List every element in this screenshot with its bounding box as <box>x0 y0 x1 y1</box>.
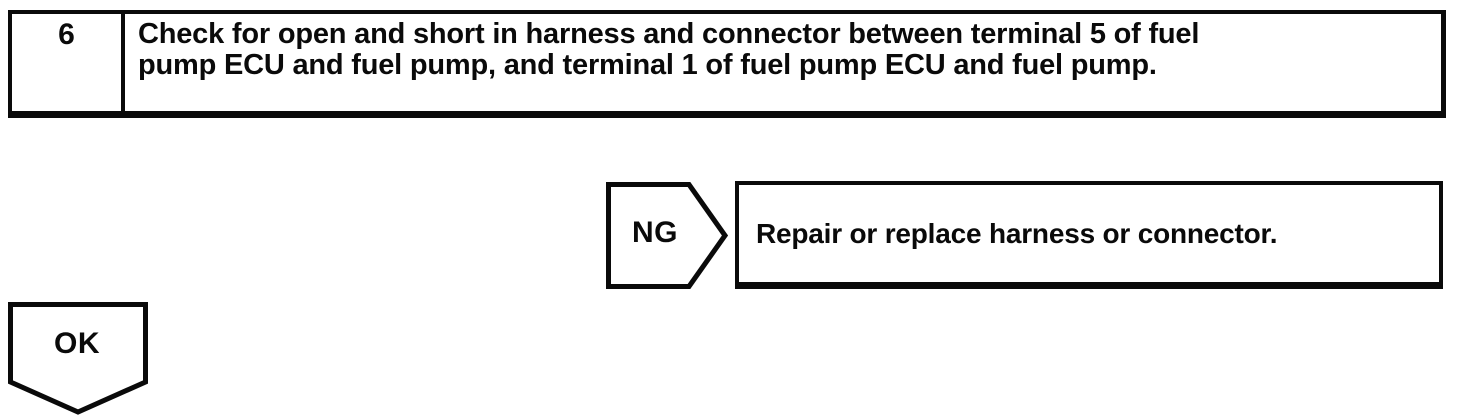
step-instruction-line-2: pump ECU and fuel pump, and terminal 1 o… <box>138 49 1157 81</box>
step-instruction-line-1: Check for open and short in harness and … <box>138 18 1200 50</box>
ng-action-text: Repair or replace harness or connector. <box>756 217 1278 249</box>
ok-connector: OK <box>8 302 148 415</box>
step-box: 6 Check for open and short in harness an… <box>8 10 1446 118</box>
ng-label: NG <box>632 216 678 249</box>
ng-pentagon-right-arrow-icon <box>606 182 728 289</box>
ng-connector: NG <box>606 182 728 289</box>
step-number-cell: 6 <box>12 14 125 111</box>
ng-action-box: Repair or replace harness or connector. <box>735 181 1443 289</box>
step-number: 6 <box>58 18 75 51</box>
ok-pentagon-down-arrow-icon <box>8 302 148 415</box>
ok-label: OK <box>54 327 100 360</box>
step-instruction-cell: Check for open and short in harness and … <box>125 14 1441 111</box>
